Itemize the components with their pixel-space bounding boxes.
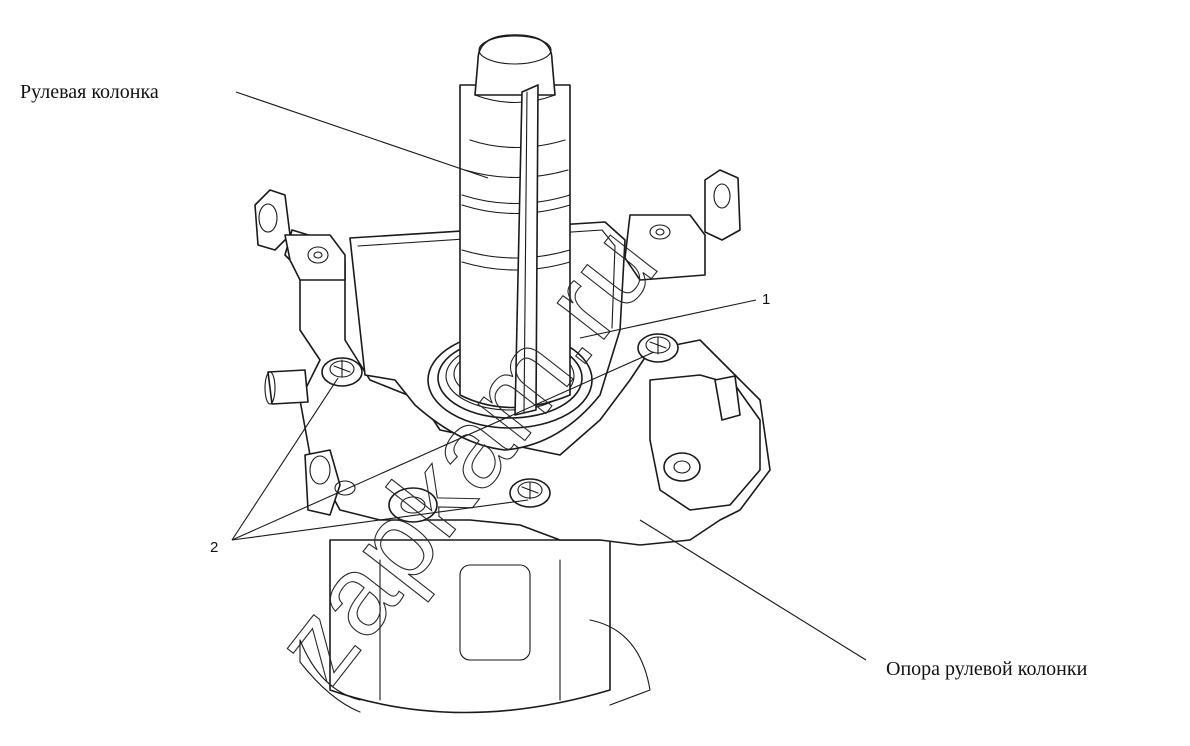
leader-support [639,519,867,661]
callout-2: 2 [210,539,218,556]
leader-steering-column [235,91,489,179]
leader-callout-2-left [231,377,339,541]
bolt-right [637,333,679,363]
leader-callout-1 [579,299,757,339]
leader-lines [231,91,867,661]
left-stub [267,369,309,405]
bolt-bottom [509,478,551,508]
steering-column-support-drawing [254,169,771,714]
right-ear [704,169,741,241]
right-bolt-hole [663,452,701,482]
support-window [459,564,531,661]
steering-column-shaft [459,34,571,416]
leader-callout-2-bottom [231,499,529,541]
shaft-keyway [514,84,539,416]
support-lower-body [329,539,611,714]
left-ear [254,189,291,251]
label-steering-column: Рулевая колонка [20,81,159,103]
callout-1: 1 [762,291,770,308]
shaft-top-cap [474,34,556,96]
leader-callout-2-right [231,351,655,541]
bolt-left [321,357,363,387]
label-steering-column-support: Опора рулевой колонки [886,658,1088,680]
